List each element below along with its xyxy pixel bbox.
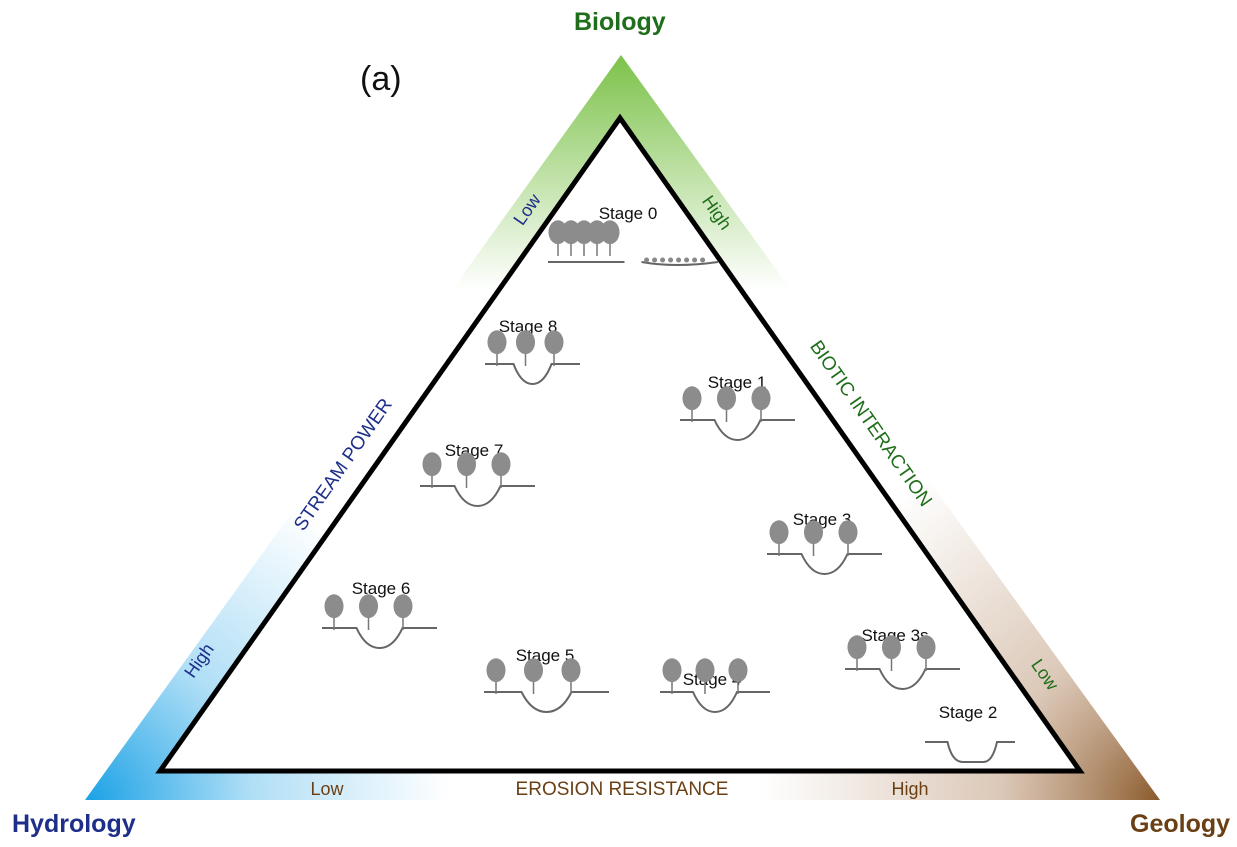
stage-1-tree-icon [716, 386, 737, 422]
erosion-resistance-high-label: High [891, 779, 928, 799]
stage-0-vegetation-icon [644, 257, 650, 263]
stage-4-cross-section-icon [660, 658, 770, 714]
stage-4-tree-icon [695, 658, 715, 694]
geology-corner-label: Geology [1130, 810, 1231, 838]
stage-0-vegetation-icon [676, 257, 682, 263]
stage-0-vegetation-icon [660, 257, 666, 263]
hydrology-corner-label: Hydrology [12, 810, 136, 838]
stage-3-tree-icon [803, 520, 824, 556]
stage-6-cross-section-icon [322, 594, 437, 650]
stage-8-label: Stage 8 [499, 317, 558, 336]
erosion-resistance-axis-title: EROSION RESISTANCE [516, 779, 729, 800]
stage-8-cross-section-icon [485, 330, 580, 386]
stage-2-group: Stage 2 [925, 703, 1015, 763]
stage-0-group: Stage 0 [548, 204, 719, 266]
stage-5-tree-icon [523, 658, 544, 694]
stage-4-tree-icon [728, 658, 748, 694]
stage-4-tree-icon [662, 658, 682, 694]
stage-8-group: Stage 8 [485, 317, 580, 386]
stage-3-tree-icon [838, 520, 858, 556]
stage-7-cross-section-icon [420, 452, 535, 508]
stage-6-tree-icon [324, 594, 344, 630]
stage-8-tree-icon [487, 330, 507, 366]
stage-0-vegetation-icon [652, 257, 658, 263]
inner-triangle [155, 113, 1085, 774]
stage-5-tree-icon [486, 658, 506, 694]
stage-0-vegetation-icon [684, 257, 690, 263]
biology-corner-label: Biology [574, 8, 666, 36]
stage-7-label: Stage 7 [445, 441, 504, 460]
stage-6-tree-icon [393, 594, 413, 630]
stage-3s-group: Stage 3s [845, 626, 960, 691]
stage-3-group: Stage 3 [767, 510, 882, 576]
stage-7-tree-icon [491, 452, 511, 488]
stage-8-tree-icon [544, 330, 564, 366]
stage-0-label: Stage 0 [599, 204, 658, 223]
stage-0-tree-icon [600, 220, 620, 256]
panel-label: (a) [360, 60, 402, 98]
stage-1-tree-icon [682, 386, 702, 422]
stage-3s-tree-icon [847, 635, 867, 671]
stage-3s-tree-icon [916, 635, 936, 671]
stage-1-cross-section-icon [680, 386, 795, 442]
stage-6-tree-icon [358, 594, 379, 630]
erosion-resistance-low-label: Low [310, 779, 344, 799]
stage-1-group: Stage 1 [680, 373, 795, 442]
stage-5-tree-icon [561, 658, 581, 694]
stage-3s-tree-icon [881, 635, 902, 671]
stage-5-cross-section-icon [484, 658, 609, 714]
stage-3s-cross-section-icon [845, 635, 960, 691]
stage-3s-label: Stage 3s [861, 626, 928, 645]
stage-1-tree-icon [751, 386, 771, 422]
stage-8-tree-icon [515, 330, 536, 366]
stage-0-vegetation-icon [668, 257, 674, 263]
stage-2-cross-section-icon [925, 741, 1015, 763]
stage-0-vegetation-icon [692, 257, 698, 263]
stage-7-tree-icon [422, 452, 442, 488]
stage-3-tree-icon [769, 520, 789, 556]
stage-2-label: Stage 2 [939, 703, 998, 722]
stage-7-group: Stage 7 [420, 441, 535, 508]
stage-5-group: Stage 5 [484, 646, 609, 714]
stage-7-tree-icon [456, 452, 477, 488]
stage-4-group: Stage 4 [660, 658, 770, 714]
stage-0-vegetation-icon [700, 257, 706, 263]
stage-1-label: Stage 1 [708, 373, 767, 392]
stage-0-cross-section-icon [548, 220, 719, 266]
stage-3-cross-section-icon [767, 520, 882, 576]
stage-6-group: Stage 6 [322, 579, 437, 650]
stage-6-label: Stage 6 [352, 579, 411, 598]
